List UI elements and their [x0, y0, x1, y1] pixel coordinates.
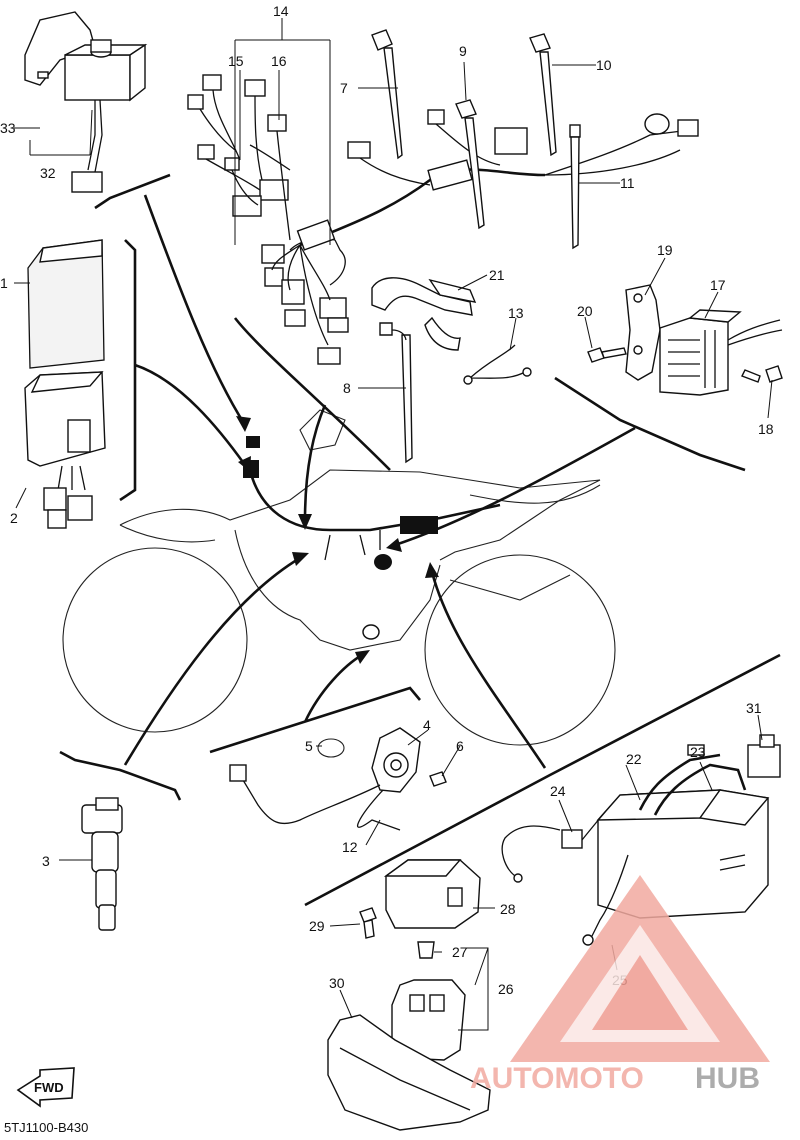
cdi-connector-b — [67, 495, 93, 521]
fwd-arrow-icon — [16, 1067, 75, 1108]
main-harness — [299, 168, 546, 247]
clamp-and-lead — [371, 277, 532, 385]
cdi-connector-a — [43, 487, 67, 511]
wire-harness-assembly — [187, 74, 699, 365]
callout-16: 16 — [271, 53, 287, 69]
bolt-18 — [765, 365, 783, 383]
callout-23: 23 — [690, 744, 706, 760]
leader-lines — [14, 18, 773, 1031]
cdi-cover — [27, 239, 105, 369]
callout-15: 15 — [228, 53, 244, 69]
callout-5: 5 — [305, 738, 313, 754]
callout-8: 8 — [343, 380, 351, 396]
callout-3: 3 — [42, 853, 50, 869]
callout-30: 30 — [329, 975, 345, 991]
watermark-text-secondary: HUB — [695, 1062, 760, 1095]
pickup-lead-12 — [242, 779, 381, 825]
relay-mount — [246, 436, 260, 448]
callout-13: 13 — [508, 305, 524, 321]
flasher-relay-assembly — [24, 11, 148, 193]
callout-26: 26 — [498, 981, 514, 997]
swingarm — [449, 574, 571, 601]
callout-9: 9 — [459, 43, 467, 59]
front-fender — [119, 524, 216, 543]
cable-tie-9 — [455, 99, 477, 119]
callout-19: 19 — [657, 242, 673, 258]
callout-27: 27 — [452, 944, 468, 960]
frame-top — [119, 469, 601, 561]
battery-band-23 — [638, 753, 721, 811]
harness-connector-main — [494, 127, 528, 155]
callout-21: 21 — [489, 267, 505, 283]
cable-tie-11 — [569, 124, 581, 138]
regulator-17 — [659, 317, 729, 396]
lead-13 — [469, 344, 526, 379]
o-ring-5 — [317, 738, 345, 758]
fwd-label: FWD — [34, 1080, 64, 1095]
clamp-21 — [371, 277, 473, 316]
callout-12: 12 — [342, 839, 358, 855]
callout-18: 18 — [758, 421, 774, 437]
callout-1: 1 — [0, 275, 8, 291]
callout-28: 28 — [500, 901, 516, 917]
callout-11: 11 — [620, 175, 635, 191]
cable-tie-8 — [379, 322, 393, 336]
bolt-29 — [359, 907, 377, 923]
rear-wheel — [424, 554, 616, 746]
motorcycle-outline — [62, 409, 616, 746]
callout-10: 10 — [596, 57, 612, 73]
harness-clamp — [400, 516, 438, 534]
callout-4: 4 — [423, 717, 431, 733]
diagram-code: 5TJ1100-B430 — [4, 1120, 88, 1135]
pointer-arrows — [123, 194, 636, 769]
front-wheel — [62, 547, 248, 733]
callout-22: 22 — [626, 751, 642, 767]
callout-14: 14 — [273, 3, 289, 19]
relay-body — [64, 54, 131, 101]
headstock — [299, 409, 346, 451]
callout-33: 33 — [0, 120, 16, 136]
rear-fender — [469, 484, 601, 504]
fuse-27 — [417, 941, 435, 959]
callout-24: 24 — [550, 783, 566, 799]
pickup-position — [362, 624, 380, 640]
automotohub-watermark: AUTOMOTO HUB — [470, 875, 770, 1095]
harness-grommet — [644, 113, 670, 135]
callout-2: 2 — [10, 510, 18, 526]
callout-29: 29 — [309, 918, 325, 934]
pickup-coil-assembly — [229, 727, 447, 831]
watermark-text-primary: AUTOMOTO — [470, 1062, 644, 1095]
callout-17: 17 — [710, 277, 726, 293]
cable-ties — [371, 29, 581, 464]
callout-6: 6 — [456, 738, 464, 754]
callout-20: 20 — [577, 303, 593, 319]
starter-relay-assembly — [327, 734, 781, 1131]
battery-lead-25 — [589, 854, 629, 941]
cdi-unit-assembly — [24, 239, 106, 529]
harness-on-bike — [243, 436, 501, 640]
rectifier-regulator-assembly — [587, 284, 783, 396]
bracket-19 — [625, 284, 661, 381]
battery-lead-24 — [501, 825, 561, 877]
connector-31 — [747, 744, 781, 778]
callout-7: 7 — [340, 80, 348, 96]
section-dividers — [59, 173, 781, 907]
relay-connector — [71, 171, 103, 193]
callout-32: 32 — [40, 165, 56, 181]
cable-tie-7 — [371, 29, 393, 51]
battery-position — [374, 554, 392, 570]
bolt-20 — [587, 347, 605, 363]
ignition-coil — [81, 797, 123, 931]
callout-31: 31 — [746, 700, 762, 716]
engine-outline — [234, 529, 441, 651]
callout-labels: 1 2 3 4 5 6 7 8 9 10 11 12 13 14 15 16 1… — [0, 3, 774, 997]
fwd-indicator: FWD — [16, 1067, 75, 1108]
cable-tie-10 — [529, 33, 551, 53]
